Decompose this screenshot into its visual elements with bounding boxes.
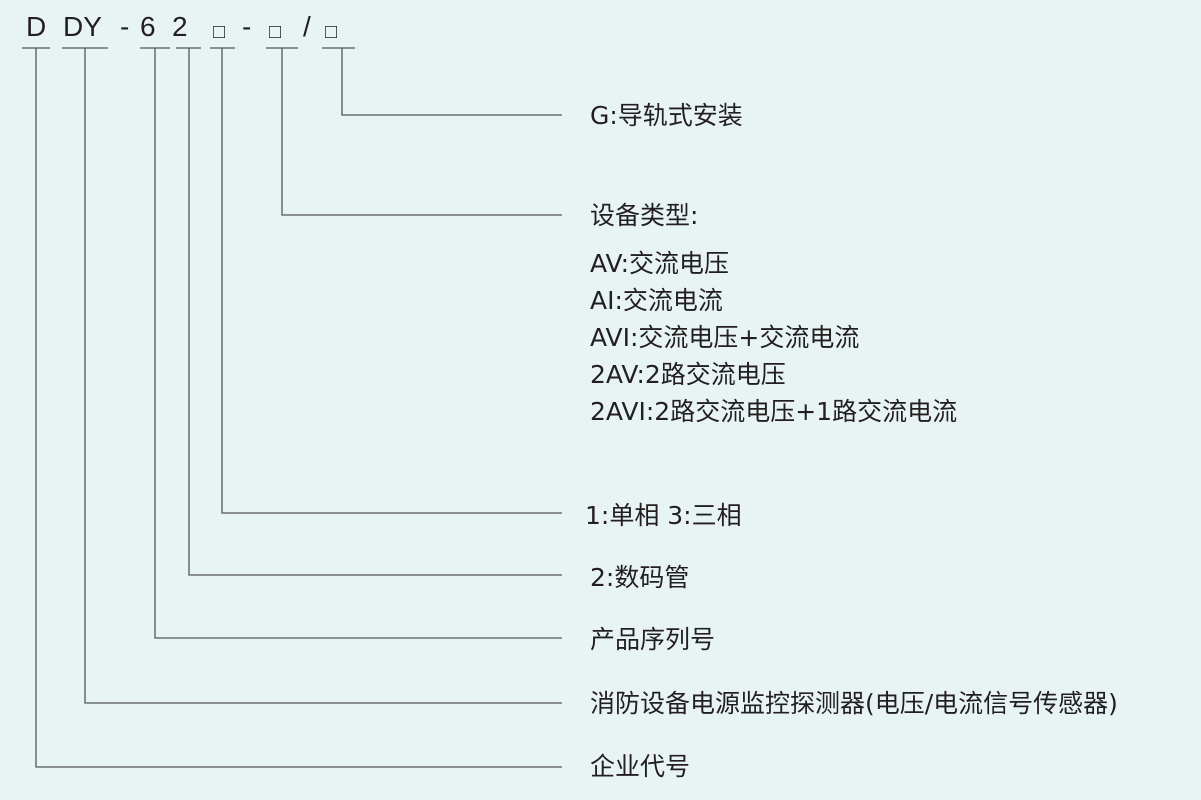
label-mount: G:导轨式安装 (590, 101, 743, 130)
code-2: 2 (172, 11, 188, 42)
label-phase: 1:单相 3:三相 (585, 501, 742, 530)
label-device-type-title: 设备类型: (590, 201, 699, 230)
label-product: 消防设备电源监控探测器(电压/电流信号传感器) (590, 689, 1118, 718)
label-device-type-2av: 2AV:2路交流电压 (590, 360, 786, 389)
code-box-mount: □ (325, 21, 338, 43)
code-dy: DY (63, 11, 102, 42)
leader-mount (341, 48, 562, 116)
label-device-type-avi: AVⅠ:交流电压+交流电流 (590, 323, 860, 352)
label-company: 企业代号 (590, 752, 691, 781)
leader-phase (221, 48, 562, 514)
label-device-type-av: AV:交流电压 (590, 249, 729, 278)
label-series: 产品序列号 (590, 625, 716, 654)
leader-device-type (281, 48, 562, 216)
leader-display (188, 48, 562, 576)
code-dash: - (120, 11, 130, 42)
leader-series (154, 48, 562, 639)
leader-company (35, 48, 562, 768)
label-device-type-ai: AⅠ:交流电流 (590, 286, 723, 315)
code-slash: / (303, 11, 311, 42)
code-dash-2: - (242, 11, 252, 42)
code-box-phase: □ (213, 21, 226, 43)
code-d: D (26, 11, 47, 42)
label-display: 2:数码管 (590, 563, 690, 592)
label-device-type-2avi: 2AVⅠ:2路交流电压+1路交流电流 (590, 397, 958, 426)
leader-product (84, 48, 562, 704)
code-6: 6 (140, 11, 156, 42)
code-box-type: □ (269, 21, 282, 43)
